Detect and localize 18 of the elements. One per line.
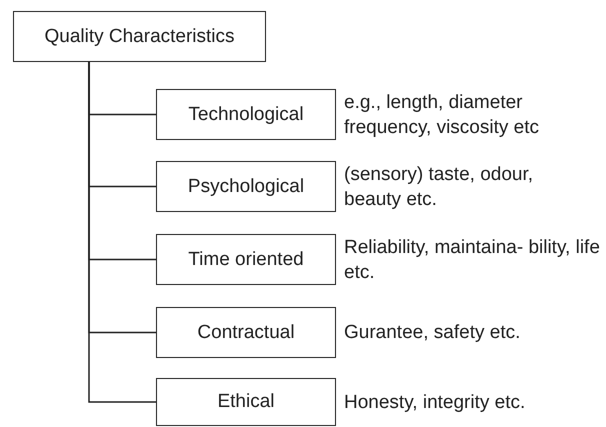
description-text: e.g., length, diameter frequency, viscosity etc	[344, 90, 540, 140]
root-box	[13, 11, 266, 62]
category-box	[156, 378, 336, 426]
box-label: Quality Characteristics	[44, 26, 235, 48]
description-text: Reliability, maintaina- bility, life etc.	[344, 236, 601, 284]
box-label: Time oriented	[188, 248, 304, 270]
category-box	[156, 234, 336, 285]
category-box	[156, 307, 336, 358]
category-box	[156, 89, 336, 140]
description-text: Honesty, integrity etc.	[344, 390, 526, 414]
box-label: Ethical	[217, 391, 275, 413]
description-text: Gurantee, safety etc.	[344, 321, 522, 345]
connector-line	[88, 62, 156, 403]
box-label: Psychological	[188, 176, 304, 198]
category-box	[156, 161, 336, 212]
box-label: Technological	[188, 104, 304, 126]
description-text: (sensory) taste, odour, beauty etc.	[344, 162, 534, 212]
box-label: Contractual	[197, 322, 295, 344]
